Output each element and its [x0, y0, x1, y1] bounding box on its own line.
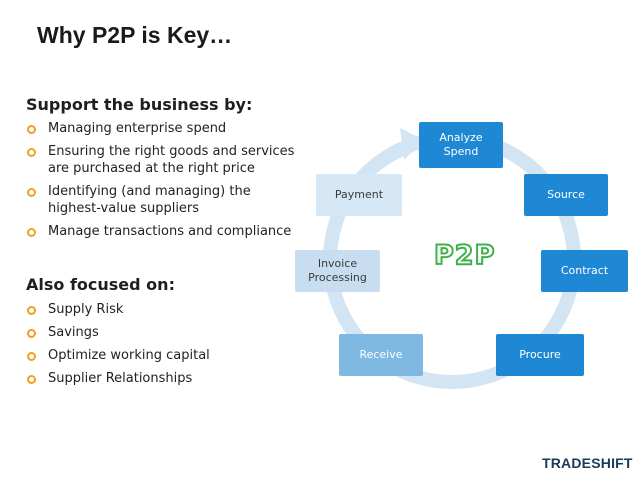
step-contract: Contract — [541, 250, 628, 292]
p2p-label: P2P — [433, 239, 496, 272]
bullet-icon — [27, 375, 36, 384]
also-list: Supply Risk Savings Optimize working cap… — [26, 301, 296, 393]
list-item: Identifying (and managing) the highest-v… — [26, 183, 296, 217]
also-heading: Also focused on: — [26, 275, 175, 294]
step-receive: Receive — [339, 334, 423, 376]
list-item: Supply Risk — [26, 301, 296, 318]
list-item: Supplier Relationships — [26, 370, 296, 387]
step-analyze-spend: Analyze Spend — [419, 122, 503, 168]
logo-text: TRADESHIFT — [542, 455, 633, 471]
bullet-icon — [27, 188, 36, 197]
list-item: Manage transactions and compliance — [26, 223, 296, 240]
step-payment: Payment — [316, 174, 402, 216]
step-invoice-processing: Invoice Processing — [295, 250, 380, 292]
support-list: Managing enterprise spend Ensuring the r… — [26, 120, 296, 246]
cycle-arrowhead — [400, 128, 424, 160]
bullet-icon — [27, 352, 36, 361]
list-item: Managing enterprise spend — [26, 120, 296, 137]
bullet-icon — [27, 148, 36, 157]
bullet-icon — [27, 228, 36, 237]
bullet-icon — [27, 329, 36, 338]
bullet-icon — [27, 306, 36, 315]
step-source: Source — [524, 174, 608, 216]
bullet-icon — [27, 125, 36, 134]
support-heading: Support the business by: — [26, 95, 253, 114]
slide-title: Why P2P is Key… — [37, 22, 233, 48]
list-item: Savings — [26, 324, 296, 341]
step-procure: Procure — [496, 334, 584, 376]
tradeshift-logo: TRADESHIFT — [540, 454, 633, 472]
list-item: Ensuring the right goods and services ar… — [26, 143, 296, 177]
list-item: Optimize working capital — [26, 347, 296, 364]
